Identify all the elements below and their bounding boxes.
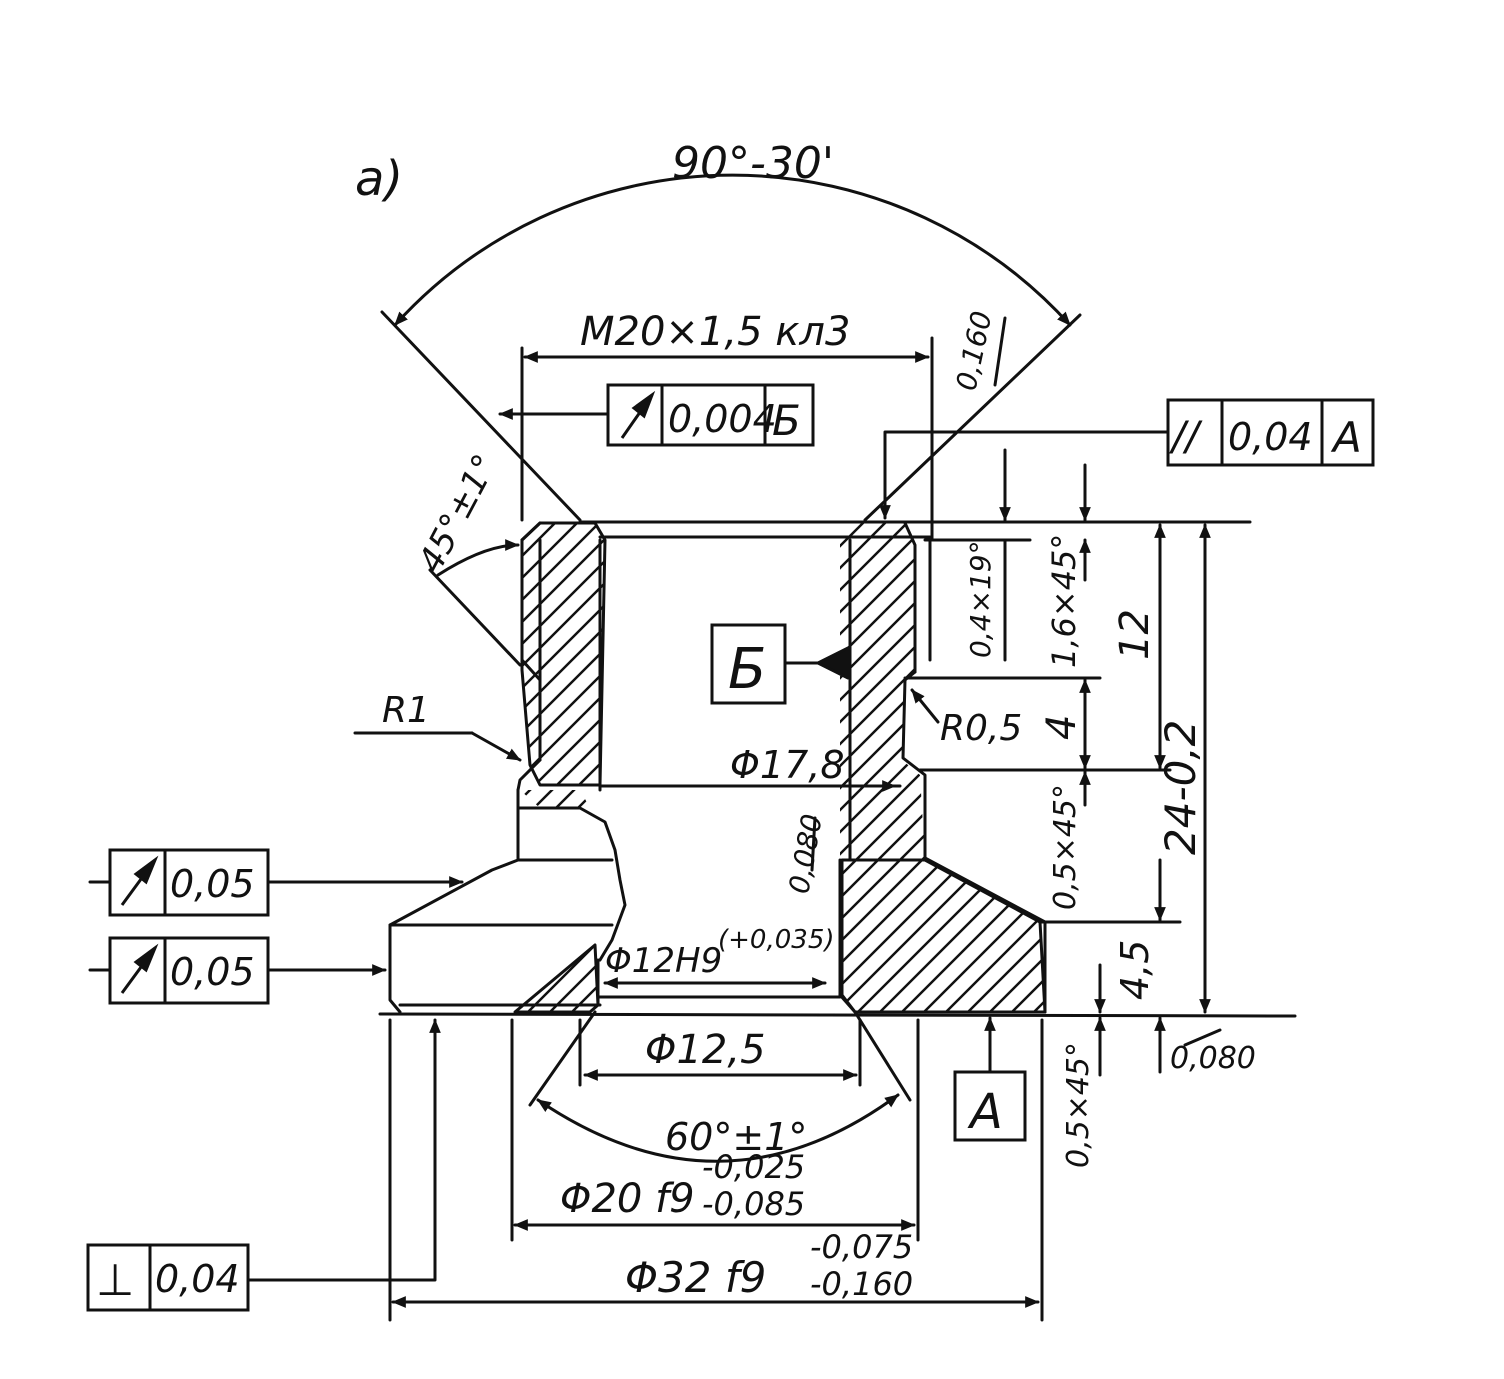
right-dimensions [903,448,1211,1077]
datum-a-label: А [967,1084,1003,1140]
dim-4-label: 4 [1039,715,1085,740]
dia-32-tol-upper: -0,075 [810,1228,913,1266]
parallel-value: 0,04 [1228,415,1313,459]
runout-2-value: 0,05 [170,950,255,994]
dim-45-label: 4,5 [1113,940,1157,1000]
dia-32-label: Φ32 f9 [625,1253,766,1302]
chamfer-angle-label: 45°±1° [411,448,506,579]
runout-arrow-icon [120,943,159,994]
figure-label: а) [355,151,403,207]
countersink-angle [380,173,1082,522]
dia-20-tol-lower: -0,085 [702,1185,805,1223]
angle-top-label: 90°-30' [672,138,834,189]
roughness-080-left-label: 0,080 [782,812,828,897]
roughness-080-bottom-label: 0,080 [1170,1041,1256,1076]
thread-label: М20×1,5 кл3 [580,309,850,355]
parallel-datum: А [1330,413,1362,462]
upper-runout-datum: Б [772,396,801,445]
datum-b-box [710,623,787,705]
chamfer-05-lower-label: 0,5×45° [1061,1042,1096,1168]
chamfer-05-upper-label: 0,5×45° [1048,784,1083,910]
dim-24-label: 24-0,2 [1156,720,1205,855]
parallel-symbol: // [1169,414,1203,460]
perpendicular-symbol: ⊥ [96,1255,134,1306]
runout-1-value: 0,05 [170,862,255,906]
bore-178-label: Φ17,8 [730,743,845,787]
runout-arrow-icon [620,390,656,439]
parallelism-frame [1166,398,1375,467]
chamfer-04-label: 0,4×19° [964,540,997,658]
radius-05-label: R0,5 [940,708,1022,749]
hole-12h9-label: Φ12Н9 [605,941,722,981]
runout-arrow-icon [120,855,159,906]
perpendicularity-frame [86,1243,250,1312]
datum-b-symbol [783,646,850,680]
runout-frame-1 [108,848,270,917]
roughness-160-label: 0,160 [950,308,999,393]
thread-dimension [520,336,934,542]
hole-125-label: Φ12,5 [645,1027,766,1073]
section-hatching [513,521,1047,1014]
part-outline [378,520,1297,1018]
perpendicular-value: 0,04 [155,1257,240,1301]
angle-60-label: 60°±1° [665,1115,807,1159]
chamfer-16-label: 1,6×45° [1045,534,1083,668]
datum-a-box [953,1070,1027,1142]
dia-32-tol-lower: -0,160 [810,1265,913,1303]
datum-b-label: Б [728,637,766,702]
runout-frame-2 [108,936,270,1005]
upper-runout-value: 0,004 [668,397,777,441]
hole-12h9-tol: (+0,035) [718,925,835,955]
radius-1-label: R1 [382,690,430,731]
dia-20-tol-upper: -0,025 [702,1148,805,1186]
dim-12-label: 12 [1112,609,1158,660]
dia-20-label: Φ20 f9 [560,1176,695,1222]
